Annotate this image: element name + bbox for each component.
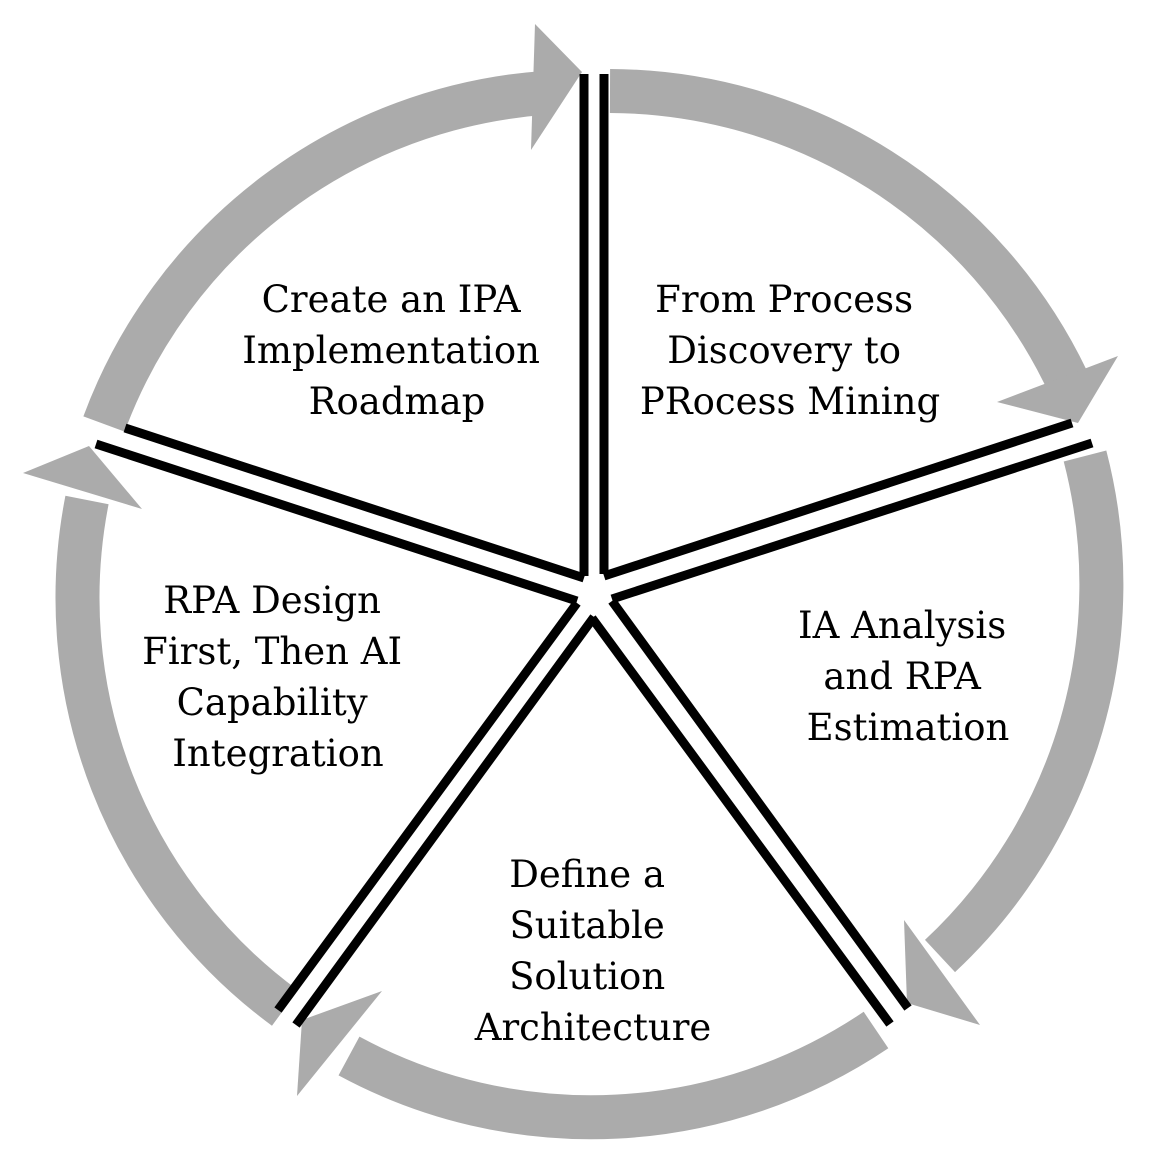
divider-lower-right-inner (588, 615, 894, 1027)
arrow-head-3 (297, 991, 382, 1096)
arrow-head-5 (531, 24, 582, 150)
arrow-arc-1 (609, 69, 1087, 390)
divider-left-upper (123, 423, 586, 583)
divider-lower-left-outer (274, 600, 581, 1013)
arrow-head-2 (904, 920, 980, 1025)
arrow-head-1 (997, 356, 1118, 423)
divider-lower-left-inner (292, 614, 598, 1028)
divider-lower-right-outer (608, 598, 912, 1011)
arrow-head-4 (23, 446, 142, 509)
arrow-arc-3 (338, 1011, 889, 1140)
segment-dividers (94, 74, 1094, 1028)
arrow-arc-2 (924, 450, 1124, 973)
segment-labels: From Process Discovery to PRocess Mining… (142, 278, 1018, 1049)
cycle-arrows (23, 24, 1124, 1140)
arrow-arc-5 (83, 71, 545, 432)
segment-label-process-discovery: From Process Discovery to PRocess Mining (640, 278, 940, 423)
divider-right-lower (610, 438, 1094, 604)
segment-label-solution-architecture: Define a Suitable Solution Architecture (474, 853, 712, 1049)
segment-label-ia-analysis: IA Analysis and RPA Estimation (798, 604, 1018, 749)
segment-label-rpa-design: RPA Design First, Then AI Capability Int… (142, 579, 414, 775)
arrow-arc-4 (55, 495, 299, 1026)
divider-left-lower (94, 439, 579, 606)
divider-right-upper (602, 418, 1074, 581)
segment-label-ipa-roadmap: Create an IPA Implementation Roadmap (242, 278, 551, 423)
